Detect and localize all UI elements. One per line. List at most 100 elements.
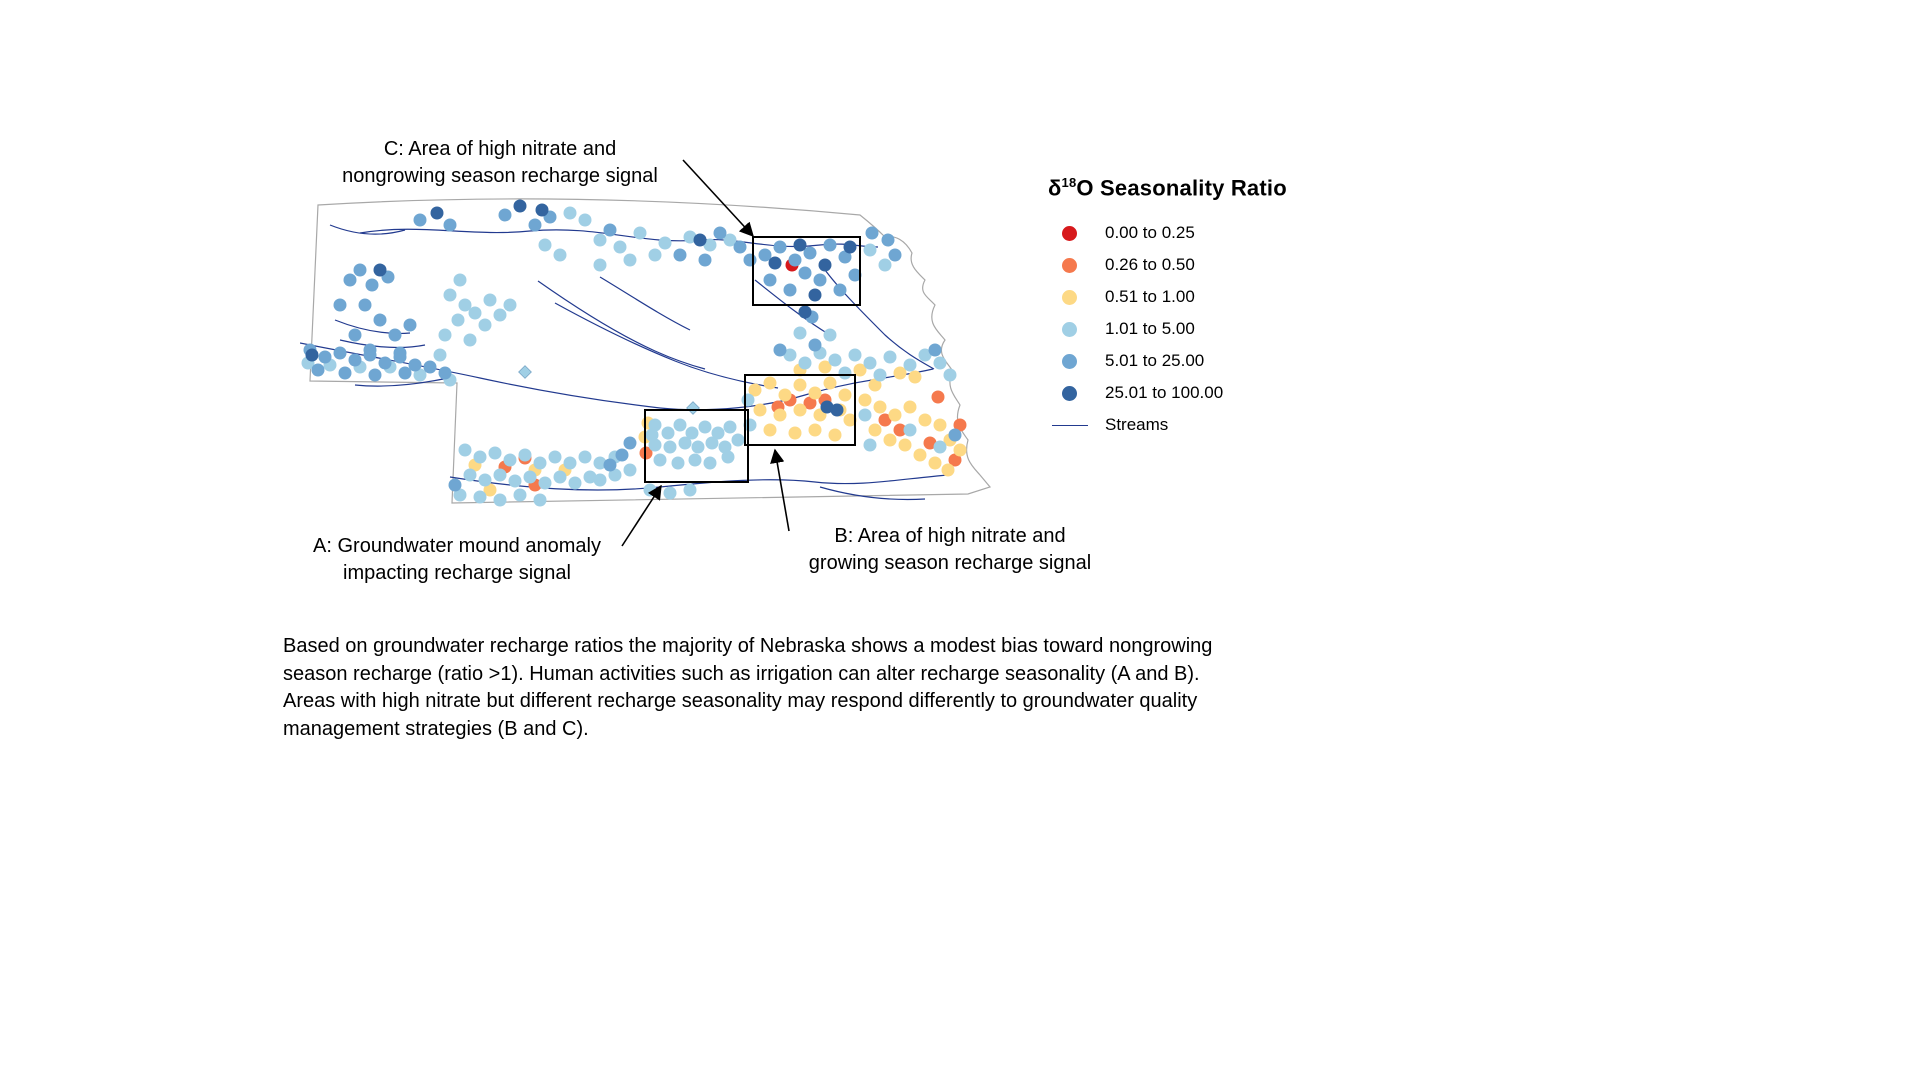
legend-row: 0.00 to 0.25: [1048, 217, 1328, 249]
data-point: [568, 476, 582, 490]
legend-label: 25.01 to 100.00: [1105, 383, 1224, 403]
data-point: [873, 400, 887, 414]
data-point: [863, 356, 877, 370]
data-point: [673, 418, 687, 432]
data-point: [903, 400, 917, 414]
legend-title-sup: 18: [1061, 175, 1077, 190]
data-point: [778, 388, 792, 402]
data-point: [645, 428, 659, 442]
data-point: [830, 403, 844, 417]
data-point: [648, 248, 662, 262]
legend-swatch: [1062, 289, 1077, 305]
data-point: [433, 348, 447, 362]
data-point: [953, 418, 967, 432]
data-point: [663, 486, 677, 500]
data-point: [348, 328, 362, 342]
annotation-b-line1: B: Area of high nitrate and: [834, 525, 1066, 547]
data-point: [318, 350, 332, 364]
data-point: [458, 443, 472, 457]
data-point: [918, 413, 932, 427]
data-point: [443, 218, 457, 232]
data-point: [493, 308, 507, 322]
data-point: [931, 390, 945, 404]
data-point: [731, 433, 745, 447]
data-point: [881, 233, 895, 247]
data-point: [493, 468, 507, 482]
data-point: [793, 403, 807, 417]
data-point: [603, 458, 617, 472]
data-point: [538, 476, 552, 490]
legend-row: 0.26 to 0.50: [1048, 249, 1328, 281]
data-point: [928, 343, 942, 357]
data-point: [538, 238, 552, 252]
legend-swatch: [1062, 321, 1077, 337]
stream-line: [599, 276, 691, 331]
data-point: [483, 293, 497, 307]
data-point: [741, 393, 755, 407]
stream-line: [334, 319, 411, 335]
data-point: [613, 240, 627, 254]
data-point: [498, 208, 512, 222]
data-point: [703, 456, 717, 470]
stream-line: [339, 339, 426, 349]
data-point: [803, 396, 817, 410]
data-point: [388, 328, 402, 342]
data-point: [333, 298, 347, 312]
data-point: [373, 263, 387, 277]
data-point: [888, 248, 902, 262]
data-point: [533, 493, 547, 507]
diamond-data-point: [686, 401, 700, 415]
data-point: [535, 203, 549, 217]
data-point: [903, 358, 917, 372]
data-point: [373, 313, 387, 327]
data-point: [918, 348, 932, 362]
legend-row-streams: Streams: [1048, 409, 1328, 441]
data-point: [773, 240, 787, 254]
data-point: [693, 233, 707, 247]
region-boxes-layer: [644, 236, 861, 483]
data-point: [773, 343, 787, 357]
data-point: [713, 226, 727, 240]
stream-line: [754, 279, 831, 336]
data-point: [311, 363, 325, 377]
data-point: [933, 356, 947, 370]
data-point: [863, 243, 877, 257]
legend-label: 1.01 to 5.00: [1105, 319, 1195, 339]
stream-line: [537, 280, 706, 370]
data-point: [913, 448, 927, 462]
data-point: [653, 453, 667, 467]
data-point: [923, 436, 937, 450]
data-point: [358, 298, 372, 312]
data-point: [773, 408, 787, 422]
data-point: [698, 420, 712, 434]
legend-label: 5.01 to 25.00: [1105, 351, 1205, 371]
data-point: [368, 368, 382, 382]
data-point: [533, 456, 547, 470]
data-point: [888, 408, 902, 422]
legend-swatch: [1062, 385, 1077, 401]
data-point: [353, 263, 367, 277]
data-point: [398, 366, 412, 380]
data-point: [793, 326, 807, 340]
data-point: [503, 298, 517, 312]
legend-label: 0.26 to 0.50: [1105, 255, 1195, 275]
annotation-c-line1: C: Area of high nitrate and: [383, 138, 617, 160]
data-point: [833, 283, 847, 297]
data-point: [593, 233, 607, 247]
data-point: [593, 456, 607, 470]
stream-line: [819, 486, 926, 501]
data-point: [703, 238, 717, 252]
data-point: [578, 213, 592, 227]
data-point: [758, 248, 772, 262]
data-point: [623, 253, 637, 267]
data-point: [661, 426, 675, 440]
data-point: [403, 318, 417, 332]
data-point: [528, 218, 542, 232]
streams-line-swatch: [1052, 424, 1088, 426]
data-point: [508, 474, 522, 488]
data-point: [941, 463, 955, 477]
data-point: [593, 258, 607, 272]
data-point: [783, 283, 797, 297]
data-point: [553, 470, 567, 484]
data-point: [798, 266, 812, 280]
